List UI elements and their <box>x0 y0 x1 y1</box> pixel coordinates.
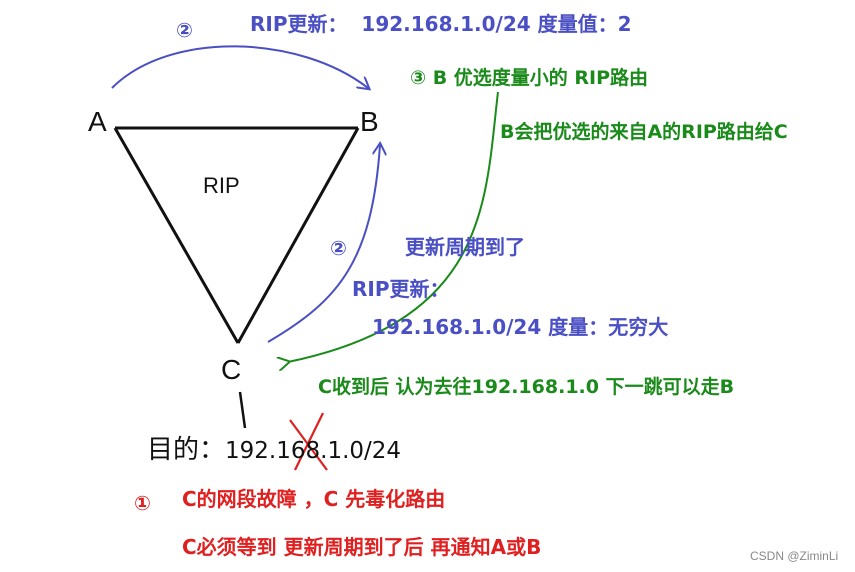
rip-center-label: RIP <box>203 173 240 198</box>
update-arrow-c-to-b <box>267 145 380 343</box>
b-forward-text: B会把优选的来自A的RIP路由给C <box>500 121 788 143</box>
watermark: CSDN @ZiminLi <box>750 549 839 563</box>
destination-address: 192.168.1.0/24 <box>225 438 402 464</box>
node-a-label: A <box>88 106 107 137</box>
edge-b-c <box>236 127 360 344</box>
step1-number: ① <box>134 491 151 515</box>
node-c-label: C <box>221 354 242 385</box>
node-b-label: B <box>360 106 379 137</box>
mid-update-label: RIP更新： <box>352 277 450 301</box>
step3-text: ③ B 优选度量小的 RIP路由 <box>410 67 649 89</box>
mid-update-detail: 192.168.1.0/24 度量：无穷大 <box>372 315 669 339</box>
step1-line1: C的网段故障 ，C 先毒化路由 <box>182 487 446 511</box>
update-arrow-a-to-b <box>111 45 368 88</box>
red-x-icon <box>289 412 328 471</box>
edge-c-destination <box>238 391 247 429</box>
top-update-text: RIP更新： 192.168.1.0/24 度量值：2 <box>250 12 632 36</box>
destination-label: 目的：192.168.1.0/24 <box>147 437 401 463</box>
top-update-step: ② <box>176 18 193 42</box>
edge-a-c <box>113 127 240 344</box>
destination-prefix: 目的： <box>147 435 226 465</box>
c-received-text: C收到后 认为去往192.168.1.0 下一跳可以走B <box>318 376 735 398</box>
route-arrow-b-to-c <box>288 91 499 362</box>
mid-update-step: ② <box>330 236 347 260</box>
update-cycle-text: 更新周期到了 <box>405 235 525 259</box>
step1-line2: C必须等到 更新周期到了后 再通知A或B <box>182 535 542 559</box>
